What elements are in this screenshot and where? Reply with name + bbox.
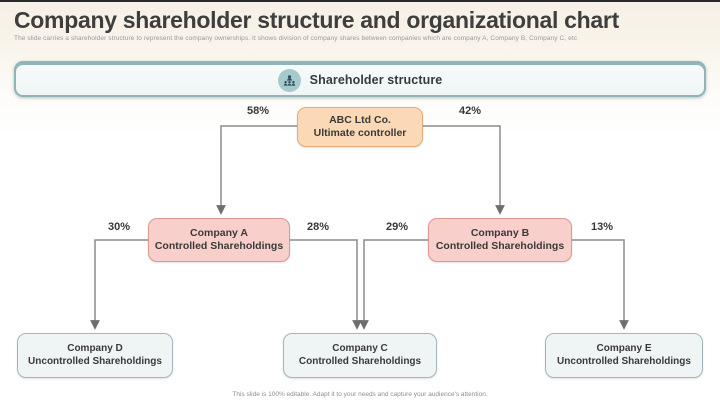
node-title: Company C	[332, 343, 388, 354]
node-company-b[interactable]: Company B Controlled Shareholdings	[428, 218, 572, 262]
edge-label-abc-company-b: 42%	[458, 105, 482, 117]
node-company-d[interactable]: Company D Uncontrolled Shareholdings	[17, 333, 173, 378]
node-title: Company E	[596, 343, 652, 354]
slide-top-border	[0, 0, 720, 2]
connector-abc-to-company-b	[423, 125, 505, 215]
node-title: Company D	[67, 343, 123, 354]
node-subtitle: Uncontrolled Shareholdings	[557, 355, 691, 367]
edge-label-company-a-company-c: 28%	[306, 221, 330, 233]
node-title: ABC Ltd Co.	[329, 113, 391, 126]
connector-company-a-to-company-c	[290, 239, 362, 330]
shareholders-icon	[277, 68, 301, 92]
connector-company-a-to-company-d	[90, 239, 148, 330]
node-subtitle: Controlled Shareholdings	[298, 355, 422, 367]
node-subtitle: Controlled Shareholdings	[154, 240, 284, 252]
page-title: Company shareholder structure and organi…	[14, 7, 619, 33]
connector-company-b-to-company-e	[572, 239, 629, 330]
edge-label-company-b-company-c: 29%	[385, 221, 409, 233]
node-title: Company B	[470, 226, 530, 239]
node-company-a[interactable]: Company A Controlled Shareholdings	[148, 218, 290, 262]
node-subtitle: Uncontrolled Shareholdings	[28, 355, 162, 367]
banner-label: Shareholder structure	[309, 73, 443, 87]
node-subtitle: Controlled Shareholdings	[435, 240, 565, 252]
connector-abc-to-company-a	[216, 125, 297, 215]
slide-subtitle: The slide carries a shareholder structur…	[14, 35, 578, 42]
node-company-c[interactable]: Company C Controlled Shareholdings	[283, 333, 437, 378]
node-abc-ltd-ultimate-controller[interactable]: ABC Ltd Co. Ultimate controller	[297, 107, 423, 147]
edge-label-company-b-company-e: 13%	[590, 221, 614, 233]
slide-footer-note: This slide is 100% editable. Adapt it to…	[232, 391, 488, 398]
node-title: Company A	[190, 226, 248, 239]
edge-label-abc-company-a: 58%	[246, 105, 270, 117]
shareholder-structure-banner[interactable]: Shareholder structure	[14, 61, 706, 97]
node-subtitle: Ultimate controller	[313, 127, 407, 139]
connector-company-b-to-company-c	[359, 239, 428, 330]
banner-inner: Shareholder structure	[16, 65, 704, 95]
edge-label-company-a-company-d: 30%	[107, 221, 131, 233]
node-company-e[interactable]: Company E Uncontrolled Shareholdings	[545, 333, 703, 378]
